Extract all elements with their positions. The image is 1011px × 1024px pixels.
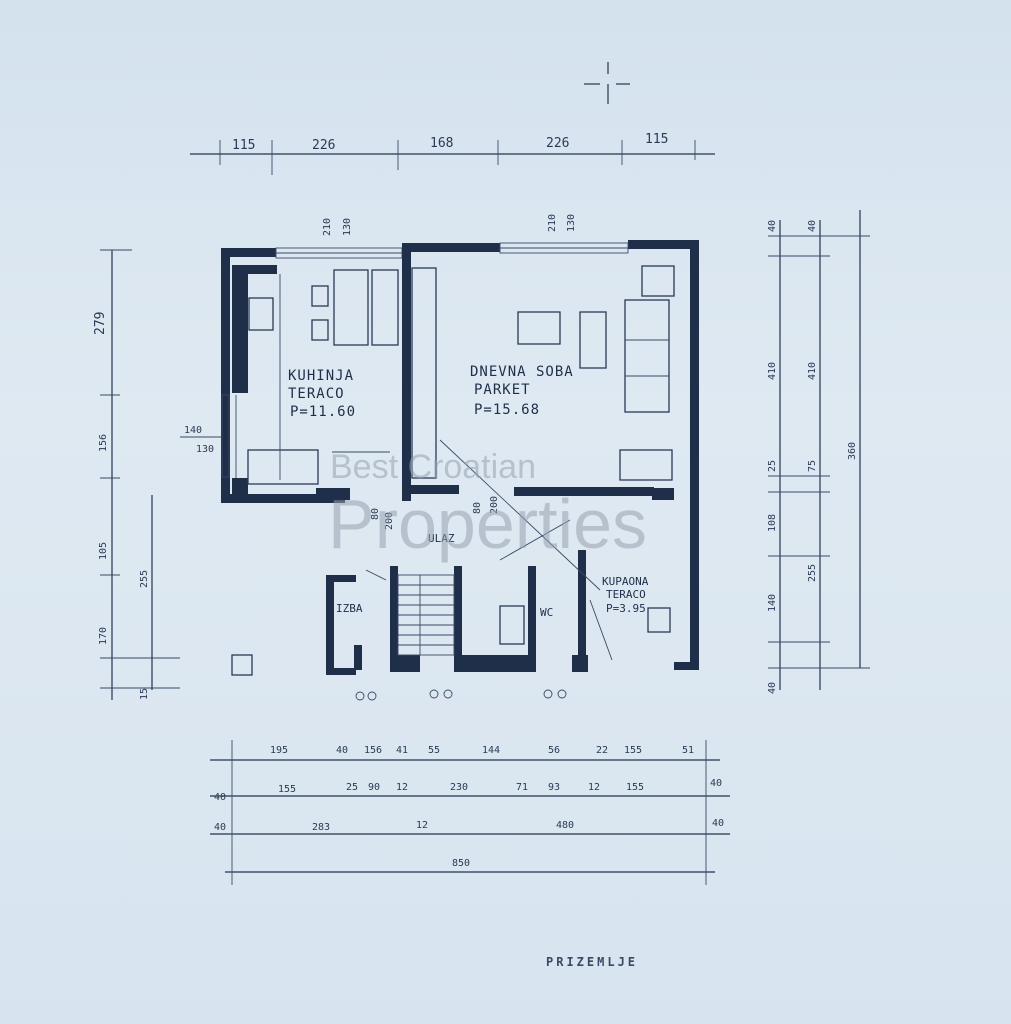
dim-top-2: 226 [312,138,335,153]
window-dimensions: 210 130 210 130 [322,214,577,236]
living-floor: PARKET [474,382,531,398]
dim-b1-7: 56 [548,745,560,756]
dim-door-1: 80 [370,508,381,520]
dim-b3-3: 12 [416,820,428,831]
watermark-logo: Best Croatian Properties [328,448,647,563]
right-dimension-chain: 40 40 410 410 25 75 108 255 140 360 40 [767,210,870,694]
stair-name: IZBA [336,602,363,615]
dim-right-9: 140 [767,594,778,612]
dim-b2-9: 12 [588,782,600,793]
dim-left-small-2: 130 [196,444,214,455]
bath-area: P=3.95 [606,602,646,615]
kitchen-furniture [235,269,399,485]
dim-top-1: 115 [232,138,255,153]
dim-b2-4: 90 [368,782,380,793]
living-area: P=15.68 [474,402,540,418]
dim-b1-8: 22 [596,745,608,756]
dim-b1-2: 40 [336,745,348,756]
room-labels: KUHINJA TERACO P=11.60 DNEVNA SOBA PARKE… [288,364,649,619]
windows [221,242,629,478]
dim-b2-6: 230 [450,782,468,793]
dim-b2-1: 40 [214,792,226,803]
bath-name: KUPAONA [602,575,649,588]
dim-left-small-1: 140 [184,425,202,436]
dim-b2-2: 155 [278,784,296,795]
dim-b2-8: 93 [548,782,560,793]
dim-right-11: 40 [767,682,778,694]
dim-right-2: 40 [807,220,818,232]
dim-b1-4: 41 [396,745,408,756]
door-dimensions: 80 200 80 200 [370,496,500,530]
kitchen-name: KUHINJA [288,368,354,384]
living-name: DNEVNA SOBA [470,364,574,380]
door-markers [355,569,613,701]
dim-b3-4: 480 [556,820,574,831]
dim-window-living-2: 130 [566,214,577,232]
dim-b3-2: 283 [312,822,330,833]
watermark-line1: Best Croatian [330,448,536,486]
dim-b1-6: 144 [482,745,500,756]
dim-b2-10: 155 [626,782,644,793]
exterior-walls [221,240,699,675]
entry-name: ULAZ [428,532,455,545]
dim-left-5: 170 [98,627,109,645]
dim-b3-1: 40 [214,822,226,833]
dim-door-4: 200 [489,496,500,514]
kitchen-area: P=11.60 [290,404,356,420]
dim-b1-9: 155 [624,745,642,756]
living-furniture [411,265,675,481]
dim-left-6: 15 [139,688,150,700]
column-posts [231,488,674,676]
dim-door-3: 80 [472,502,483,514]
dim-top-3: 168 [430,136,453,151]
dim-b1-3: 156 [364,745,382,756]
dim-top-4: 226 [546,136,569,151]
dim-right-10: 360 [847,442,858,460]
dim-b1-10: 51 [682,745,694,756]
dim-total: 850 [452,858,470,869]
watermark-line2: Properties [328,485,647,563]
dim-b2-7: 71 [516,782,528,793]
dim-window-kitchen-2: 130 [342,218,353,236]
kitchen-floor: TERACO [288,386,345,402]
dim-right-7: 108 [767,514,778,532]
dim-b1-5: 55 [428,745,440,756]
dim-left-2: 156 [98,434,109,452]
dim-right-8: 255 [807,564,818,582]
dim-b2-3: 25 [346,782,358,793]
interior-walls [326,243,654,672]
left-dimension-chain: 279 156 105 255 170 15 140 130 [93,249,222,700]
dim-left-4: 255 [139,570,150,588]
wc-name: WC [540,606,553,619]
dim-door-2: 200 [384,512,395,530]
dim-left-3: 105 [98,542,109,560]
dim-right-3: 410 [767,362,778,380]
dim-b3-5: 40 [712,818,724,829]
registration-cross-icon [584,62,630,104]
staircase [397,439,601,656]
dim-right-5: 25 [767,460,778,472]
dim-window-kitchen-1: 210 [322,218,333,236]
dim-left-1: 279 [93,312,108,335]
floor-title: PRIZEMLJE [546,955,638,969]
bottom-dimension-chains: 195 40 156 41 55 144 56 22 155 51 40 155… [210,740,730,885]
bath-floor: TERACO [606,588,646,601]
dim-right-1: 40 [767,220,778,232]
dim-right-4: 410 [807,362,818,380]
dim-b2-11: 40 [710,778,722,789]
dim-right-6: 75 [807,460,818,472]
dim-b2-5: 12 [396,782,408,793]
dim-top-5: 115 [645,132,668,147]
dim-b1-1: 195 [270,745,288,756]
top-dimension-chain: 115 226 168 226 115 [190,132,715,175]
dim-window-living-1: 210 [547,214,558,232]
